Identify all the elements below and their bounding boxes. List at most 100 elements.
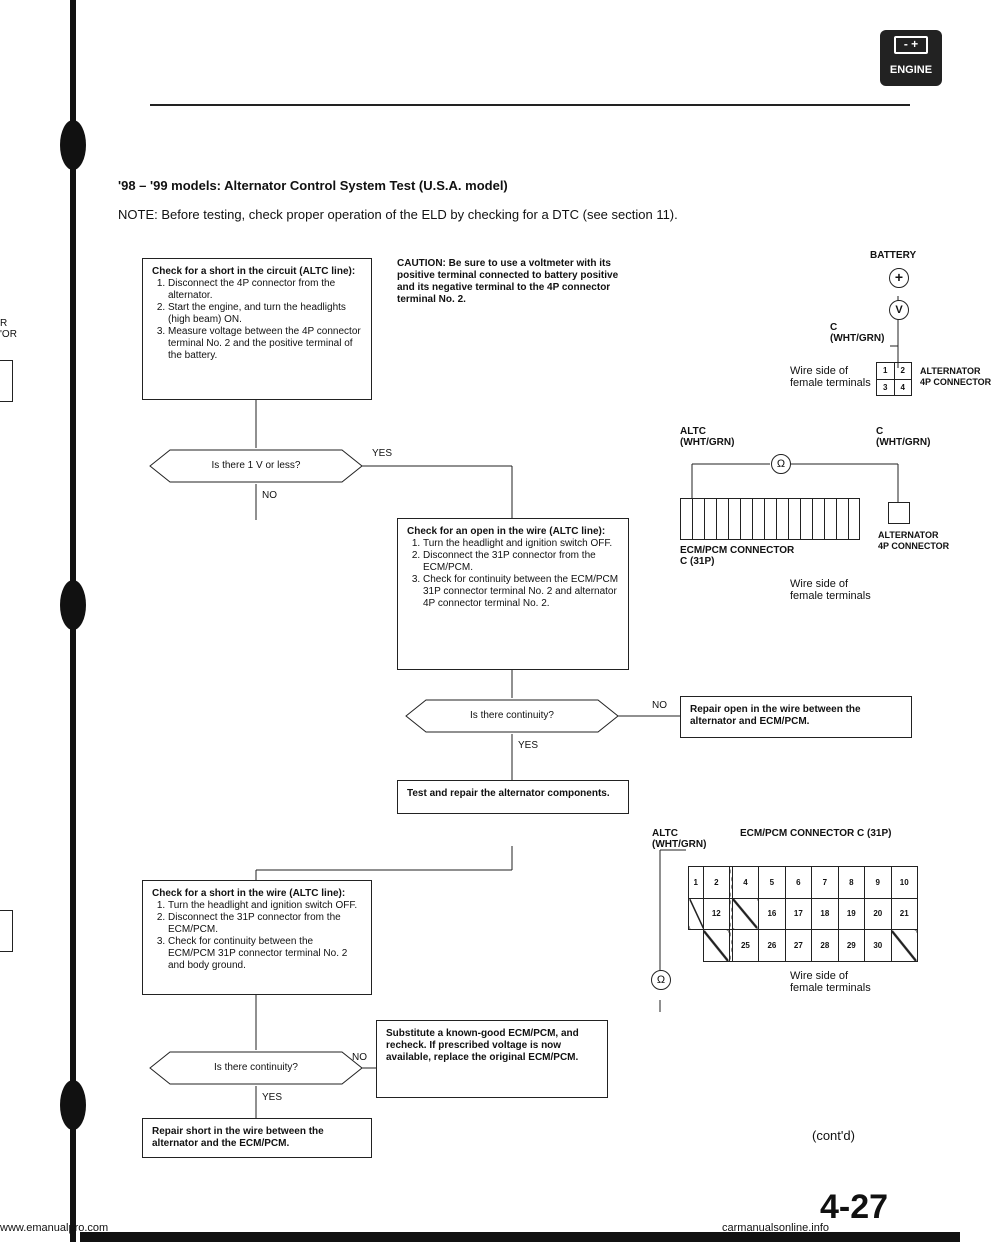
box-test-repair: Test and repair the alternator component… [397, 780, 629, 814]
spine-blob-1 [60, 120, 86, 170]
margin-tab-2 [0, 910, 13, 952]
box3-steps: Turn the headlight and ignition switch O… [152, 900, 362, 972]
pin: 20 [864, 897, 892, 931]
diagram-2-wiring [691, 463, 899, 502]
note: NOTE: Before testing, check proper opera… [118, 207, 678, 222]
pin: 1 [688, 866, 704, 899]
box-substitute: Substitute a known-good ECM/PCM, and rec… [376, 1020, 608, 1098]
diagram1-alt-label: ALTERNATOR 4P CONNECTOR [920, 366, 991, 387]
decision-3 [149, 1051, 363, 1085]
decision-2-text: Is there continuity? [470, 710, 554, 721]
ground-ohm-icon: Ω [651, 970, 671, 990]
diagram2-c-wire-label: C (WHT/GRN) [876, 426, 931, 448]
diagram2-alt-label: ALTERNATOR 4P CONNECTOR [878, 530, 950, 551]
box2-step: Disconnect the 31P connector from the EC… [423, 550, 619, 574]
pin: 28 [811, 929, 839, 962]
battery-label: BATTERY [870, 250, 917, 261]
footer-url: www.emanualpro.com [0, 1222, 109, 1234]
diagram1-c-wire-label: C (WHT/GRN) [830, 322, 885, 344]
box3-step: Disconnect the 31P connector from the EC… [168, 912, 362, 936]
pin: 27 [784, 929, 813, 962]
decision-1-text: Is there 1 V or less? [211, 460, 301, 471]
pin: 29 [837, 929, 866, 962]
pin: 21 [890, 897, 919, 931]
alt-4p-small [888, 502, 910, 524]
diagram1-wire-side: Wire side of female terminals [790, 365, 871, 389]
box1-step: Start the engine, and turn the headlight… [168, 302, 362, 326]
diagram2-ecm-label: ECM/PCM CONNECTOR C (31P) [680, 545, 795, 567]
pin-blank [702, 929, 731, 962]
pin: 9 [864, 866, 892, 899]
footer-watermark: carmanualsonline.info [722, 1222, 830, 1234]
decision-3-text: Is there continuity? [214, 1062, 298, 1073]
box3-step: Check for continuity between the ECM/PCM… [168, 936, 362, 972]
pin: 17 [784, 897, 813, 931]
footer-bar [80, 1232, 960, 1242]
contd-label: (cont'd) [812, 1128, 855, 1143]
spine-blob-2 [60, 580, 86, 630]
pin: 5 [758, 866, 786, 899]
box-check-short-wire: Check for a short in the wire (ALTC line… [142, 880, 372, 995]
page-number: 4-27 [820, 1188, 889, 1226]
yes-3: YES [262, 1092, 283, 1103]
engine-badge: - + ENGINE [880, 30, 942, 86]
box1-heading: Check for a short in the circuit (ALTC l… [152, 266, 356, 277]
diagram2-altc-label: ALTC (WHT/GRN) [680, 426, 735, 448]
decision-2 [405, 699, 619, 733]
pin-blank [731, 897, 760, 931]
ohmmeter-icon: Ω [771, 454, 791, 474]
no-3: NO [352, 1052, 367, 1063]
pin: 25 [731, 929, 760, 962]
diagram-3-wiring [659, 849, 686, 1012]
box-check-open: Check for an open in the wire (ALTC line… [397, 518, 629, 670]
pin: 2 [893, 362, 912, 380]
pin: 8 [837, 866, 866, 899]
pin: 1 [876, 362, 895, 380]
pin: 30 [864, 929, 892, 962]
box1-step: Disconnect the 4P connector from the alt… [168, 278, 362, 302]
margin-tab-1 [0, 360, 13, 402]
box3-heading: Check for a short in the wire (ALTC line… [152, 888, 346, 899]
ecm-31p-connector: 1 2 4 5 6 7 8 9 10 12 16 17 18 19 20 21 … [688, 866, 919, 962]
pin: 26 [758, 929, 786, 962]
decision-1 [149, 449, 363, 483]
box2-step: Turn the headlight and ignition switch O… [423, 538, 619, 550]
flow-lines [255, 400, 680, 1118]
box3-step: Turn the headlight and ignition switch O… [168, 900, 362, 912]
header-rule [150, 104, 910, 106]
pin: 4 [731, 866, 760, 899]
pin: 10 [890, 866, 919, 899]
battery-symbol-icon: - + [894, 36, 928, 54]
box-repair-short: Repair short in the wire between the alt… [142, 1118, 372, 1158]
spine-blob-3 [60, 1080, 86, 1130]
box1-step: Measure voltage between the 4P connector… [168, 326, 362, 362]
diagram3-wire-side: Wire side of female terminals [790, 970, 871, 994]
diagram2-wire-side: Wire side of female terminals [790, 578, 871, 602]
pin-blank [688, 897, 704, 931]
box-repair-open: Repair open in the wire between the alte… [680, 696, 912, 738]
no-1: NO [262, 490, 277, 501]
box1-steps: Disconnect the 4P connector from the alt… [152, 278, 362, 362]
caution-text: CAUTION: Be sure to use a voltmeter with… [397, 258, 619, 305]
box-check-short-circuit: Check for a short in the circuit (ALTC l… [142, 258, 372, 400]
pin: 4 [893, 378, 912, 396]
page-title: '98 – '99 models: Alternator Control Sys… [118, 178, 508, 193]
pin: 2 [702, 866, 731, 899]
ecm-31p-small [680, 498, 860, 540]
yes-2: YES [518, 740, 539, 751]
pin: 16 [758, 897, 786, 931]
diagram3-altc-label: ALTC (WHT/GRN) [652, 828, 707, 850]
pin: 3 [876, 378, 895, 396]
yes-1: YES [372, 448, 393, 459]
pin: 6 [784, 866, 813, 899]
pin: 18 [811, 897, 839, 931]
diagram3-ecm-label: ECM/PCM CONNECTOR C (31P) [740, 828, 892, 839]
pin: 19 [837, 897, 866, 931]
pin-empty [689, 930, 704, 962]
box2-steps: Turn the headlight and ignition switch O… [407, 538, 619, 610]
pin: 12 [702, 897, 731, 931]
battery-positive-icon: + [889, 268, 909, 288]
box2-step: Check for continuity between the ECM/PCM… [423, 574, 619, 610]
voltmeter-icon: V [889, 300, 909, 320]
